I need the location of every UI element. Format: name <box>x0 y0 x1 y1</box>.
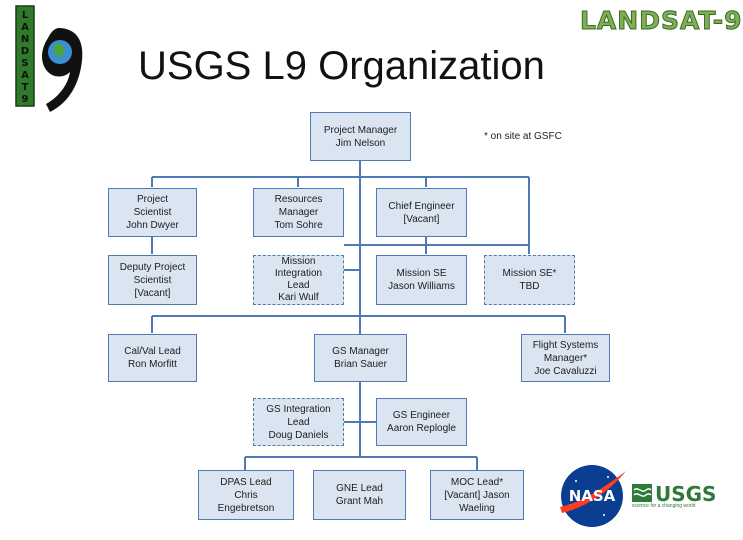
logo-letter: L <box>22 10 29 21</box>
nasa-wordmark: NASA <box>569 487 616 505</box>
box-mission-se-tbd: Mission SE*TBD <box>484 255 575 305</box>
logo-digit: 9 <box>22 94 29 105</box>
logo-letter: A <box>21 70 29 81</box>
org-chart-connectors <box>151 160 566 470</box>
landsat-9-wordmark: LANDSAT-9 <box>580 6 743 36</box>
landsat-9-logo: L A N D S A T 9 <box>15 5 83 112</box>
slide-title: USGS L9 Organization <box>138 44 545 88</box>
logo-letter: A <box>21 22 29 33</box>
usgs-wordmark: USGS <box>655 482 717 506</box>
box-chief-engineer: Chief Engineer[Vacant] <box>376 188 467 237</box>
logo-letter: S <box>21 58 28 69</box>
usgs-tagline: science for a changing world <box>632 503 696 509</box>
onsite-note: * on site at GSFC <box>484 131 562 142</box>
logo-letter: T <box>22 82 29 93</box>
logo-letter: D <box>21 46 29 57</box>
usgs-logo <box>632 484 652 502</box>
nasa-logo: NASA <box>560 465 626 527</box>
logo-letter: N <box>21 34 29 45</box>
